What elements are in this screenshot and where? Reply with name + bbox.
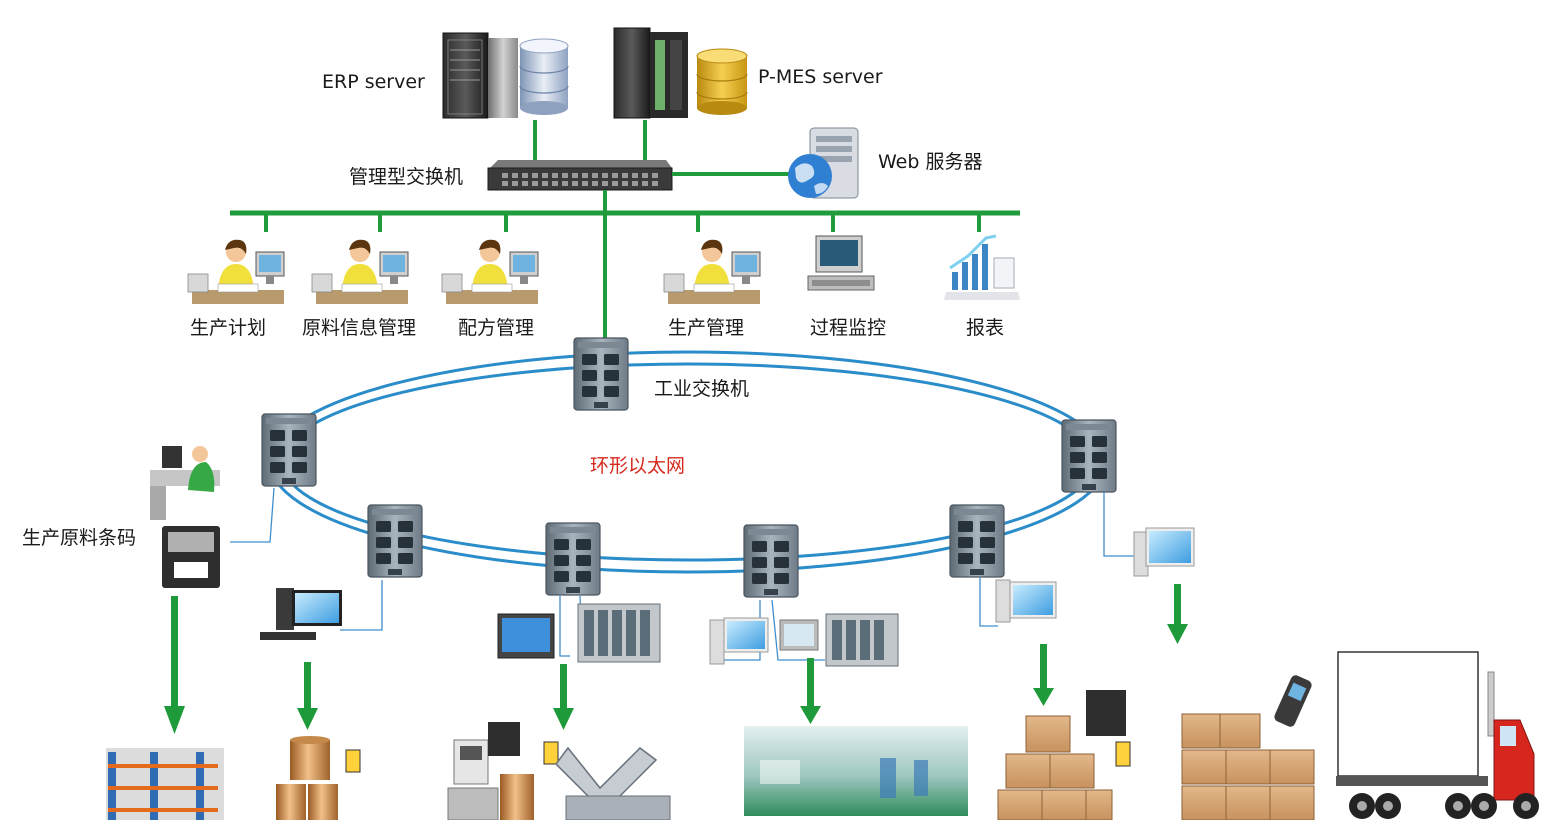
plc-rack-icon — [825, 613, 899, 667]
ring-ethernet-label: 环形以太网 — [590, 455, 685, 477]
report-chart-icon — [944, 234, 1020, 300]
workstation-label: 过程监控 — [810, 317, 886, 339]
workstation-label: 配方管理 — [458, 317, 534, 339]
hmi-panel-icon — [779, 619, 819, 651]
delivery-truck-icon — [1336, 651, 1539, 819]
barcode-printer-icon — [162, 526, 220, 588]
cleanroom-photo — [744, 726, 968, 816]
plc-rack-icon — [577, 603, 661, 663]
office-worker-icon — [441, 239, 539, 305]
industrial-switch-icon — [949, 504, 1005, 578]
managed-switch-label: 管理型交换机 — [349, 166, 463, 188]
flow-arrows — [164, 584, 1188, 734]
packaged-boxes-icon — [997, 690, 1131, 820]
monitor-terminal-icon — [807, 235, 875, 291]
barcode-label: 生产原料条码 — [22, 527, 136, 549]
copper-drums-icon — [276, 736, 361, 820]
workstation-label: 生产计划 — [190, 317, 266, 339]
workstation-label: 原料信息管理 — [302, 317, 416, 339]
monitor-icon — [1133, 527, 1195, 577]
industrial-switch-icon — [545, 522, 601, 596]
web-server-icon — [788, 127, 859, 199]
office-worker-icon — [187, 239, 285, 305]
web-server-label: Web 服务器 — [878, 151, 982, 173]
pmes-server-label: P-MES server — [758, 66, 883, 88]
industrial-switch-icon — [367, 504, 423, 578]
pmes-server-icon — [613, 27, 688, 119]
warehouse-rack-icon — [106, 748, 224, 820]
weighing-station-icon — [447, 722, 559, 820]
industrial-switch-label: 工业交换机 — [654, 378, 749, 400]
workstation-label: 生产管理 — [668, 317, 744, 339]
pmes-database-icon — [696, 48, 748, 115]
shipping-boxes-icon — [1181, 713, 1315, 820]
desktop-pc-icon — [260, 588, 342, 640]
industrial-switch-icon — [261, 413, 317, 487]
office-desk-icon — [150, 446, 220, 520]
managed-switch-icon — [487, 160, 673, 191]
industrial-switch-icon — [573, 337, 629, 411]
erp-database-icon — [519, 38, 569, 115]
office-worker-icon — [311, 239, 409, 305]
handheld-scanner-icon — [1274, 675, 1312, 727]
hmi-panel-icon — [497, 613, 555, 659]
monitor-icon — [995, 579, 1057, 623]
workstation-label: 报表 — [966, 317, 1004, 339]
erp-server-label: ERP server — [322, 71, 425, 93]
monitor-icon — [709, 617, 769, 665]
office-worker-icon — [663, 239, 761, 305]
industrial-switch-icon — [1061, 419, 1117, 493]
v-mixer-icon — [555, 746, 671, 820]
erp-server-icon — [442, 32, 518, 119]
industrial-switch-icon — [743, 524, 799, 598]
